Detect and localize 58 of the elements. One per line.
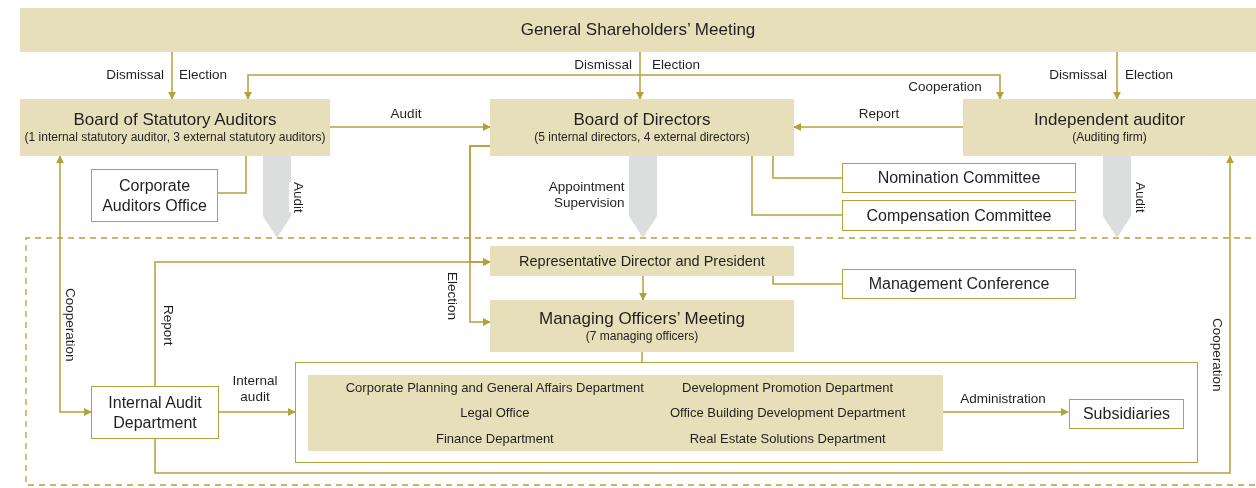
org-box (963, 99, 1256, 156)
arrow (793, 123, 964, 131)
arrow (1113, 51, 1121, 100)
committee-box (842, 163, 1076, 193)
box-title: Representative Director and President (519, 252, 765, 270)
block-arrow (1103, 156, 1131, 238)
arrow (244, 74, 1004, 100)
box-title: Managing Officers’ Meeting (539, 308, 745, 329)
arrow (639, 275, 647, 301)
committee-box (842, 200, 1076, 231)
arrow (218, 408, 296, 416)
box-title: Subsidiaries (1082, 404, 1171, 424)
org-box (490, 99, 794, 156)
box-subtitle: (7 managing officers) (585, 328, 699, 344)
box-subtitle: (Auditing firm) (1072, 130, 1147, 145)
connector-line (772, 275, 843, 285)
arrow (636, 51, 644, 100)
connector-line (217, 155, 247, 194)
box-title: Board of Statutory Auditors (73, 110, 277, 130)
connector-line (641, 351, 643, 363)
committee-box (1069, 399, 1184, 429)
box-title: Board of Directors (573, 110, 711, 130)
connector-line (751, 155, 843, 216)
block-arrow (263, 156, 291, 238)
box-subtitle: (1 internal statutory auditor, 3 external statutory auditors) (24, 130, 326, 145)
department-name: Real Estate Solutions Department (688, 429, 887, 447)
department-name: Finance Department (434, 429, 555, 447)
org-box (490, 300, 794, 352)
arrow (154, 155, 1234, 474)
committee-box (91, 386, 219, 439)
arrow (56, 155, 92, 416)
box-title: Management Conference (868, 274, 1050, 294)
arrow (154, 258, 491, 387)
org-box (20, 8, 1256, 52)
box-title: General Shareholders’ Meeting (520, 20, 756, 40)
arrow (168, 51, 176, 100)
arrow (469, 145, 491, 326)
department-name: Corporate Planning and General Affairs Department (345, 379, 644, 397)
org-box (20, 99, 330, 156)
department-name: Legal Office (459, 404, 531, 422)
box-title: Corporate Auditors Office (101, 175, 208, 216)
box-title: Internal Audit Department (107, 392, 203, 433)
block-arrow (629, 156, 657, 238)
department-name: Development Promotion Department (681, 379, 895, 397)
org-box (490, 246, 794, 276)
edge-label: Report (857, 106, 901, 122)
box-title: Compensation Committee (866, 205, 1052, 226)
connector-line (772, 155, 843, 179)
department-name: Office Building Development Department (669, 404, 906, 422)
committee-box (842, 269, 1076, 299)
box-title: Independent auditor (1033, 110, 1186, 130)
arrow (329, 123, 491, 131)
box-subtitle: (5 internal directors, 4 external directors) (534, 130, 750, 145)
container-box (295, 362, 1198, 463)
box-title: Nomination Committee (877, 168, 1041, 188)
committee-box (91, 169, 218, 222)
department-box (308, 375, 943, 451)
edge-label: Cooperation (907, 79, 983, 95)
